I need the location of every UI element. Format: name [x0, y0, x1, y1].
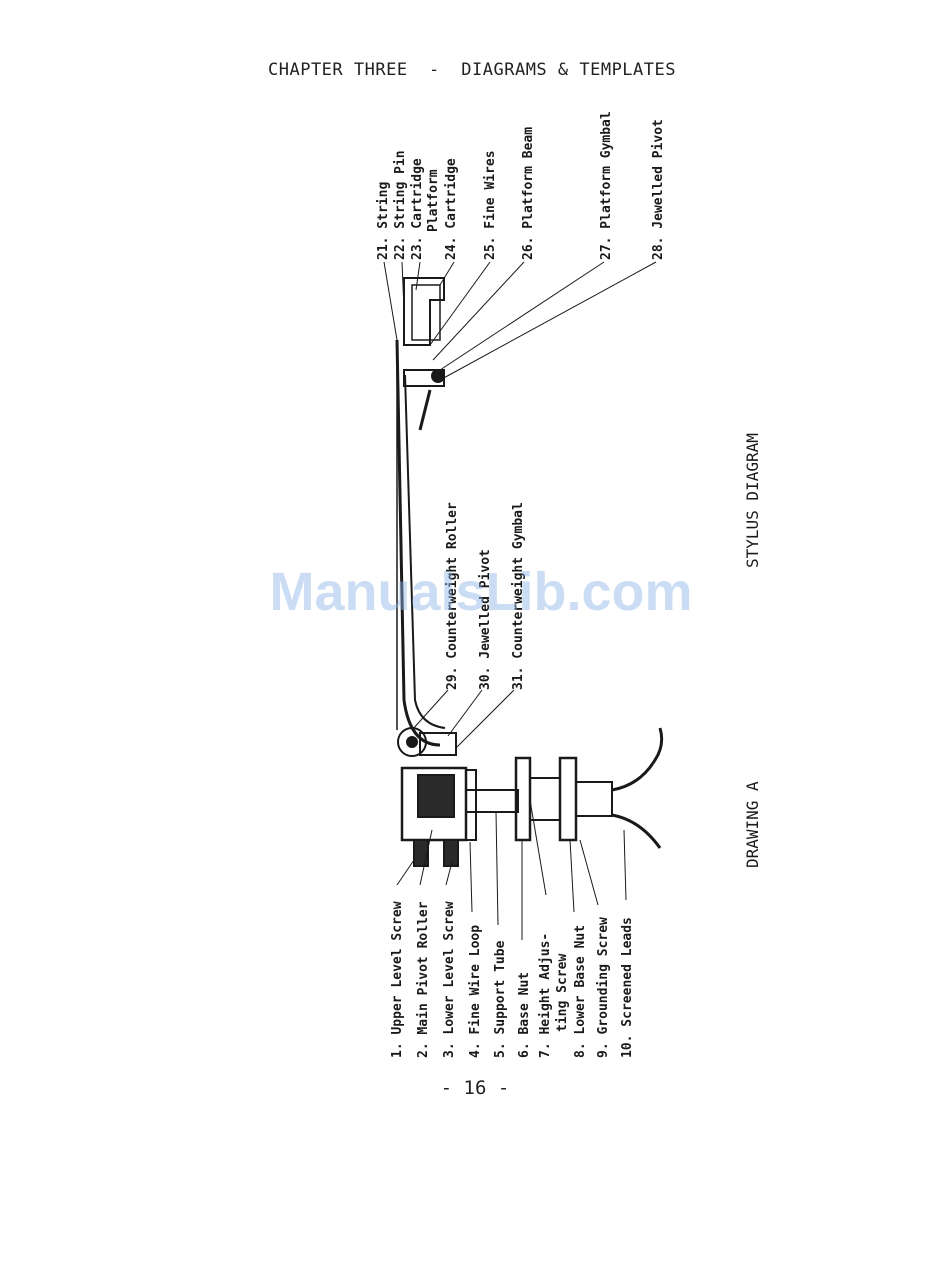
chapter-label: CHAPTER THREE	[268, 60, 408, 80]
label-platform-gymbal: 27. Platform Gymbal	[599, 111, 614, 260]
caption-drawing-a: DRAWING A	[743, 781, 762, 868]
counterweight-roller-hub	[406, 736, 418, 748]
base-stem	[575, 781, 613, 817]
support-column	[465, 769, 477, 841]
pivot-block	[417, 774, 455, 818]
diagram-drawing	[383, 261, 664, 940]
label-string: 21. String	[376, 182, 391, 260]
arm-tube	[395, 339, 441, 747]
upper-level-screw	[413, 839, 429, 867]
label-fine-wires: 25. Fine Wires	[483, 150, 498, 260]
counterweight-gymbal	[419, 732, 457, 756]
label-support-tube: 5. Support Tube	[493, 940, 508, 1058]
label-platform-beam: 26. Platform Beam	[521, 127, 536, 260]
screened-leads-2	[611, 813, 662, 849]
label-jewelled-pivot-30: 30. Jewelled Pivot	[478, 549, 493, 690]
labels-bottom: 1. Upper Level Screw 2. Main Pivot Rolle…	[390, 901, 635, 1058]
label-main-pivot-roller: 2. Main Pivot Roller	[416, 901, 431, 1058]
label-counterweight-roller: 29. Counterweight Roller	[445, 502, 460, 690]
label-lower-level-screw: 3. Lower Level Screw	[442, 901, 457, 1058]
screened-leads	[611, 727, 664, 792]
leader-lines-middle	[411, 689, 515, 749]
lower-base-nut	[558, 756, 578, 842]
label-cartridge-platform-cont: Platform	[426, 169, 441, 232]
label-lower-base-nut: 8. Lower Base Nut	[573, 925, 588, 1058]
caption-stylus-diagram: STYLUS DIAGRAM	[743, 433, 762, 568]
label-cartridge-platform: 23. Cartridge	[410, 158, 425, 260]
base-body	[529, 777, 561, 821]
chapter-header: CHAPTER THREE - DIAGRAMS & TEMPLATES	[268, 60, 676, 80]
label-grounding-screw: 9. Grounding Screw	[596, 917, 611, 1058]
label-screened-leads: 10. Screened Leads	[620, 917, 635, 1058]
labels-middle: 29. Counterweight Roller 30. Jewelled Pi…	[445, 502, 526, 690]
leader-lines-bottom	[396, 799, 627, 940]
label-upper-level-screw: 1. Upper Level Screw	[390, 901, 405, 1058]
page-number: - 16 -	[440, 1077, 510, 1099]
header-separator: -	[429, 60, 440, 80]
label-fine-wire-loop: 4. Fine Wire Loop	[468, 925, 483, 1058]
label-counterweight-gymbal: 31. Counterweight Gymbal	[511, 502, 526, 690]
label-height-adjusting-screw: 7. Height Adjus-	[538, 933, 553, 1058]
label-base-nut: 6. Base Nut	[517, 972, 532, 1058]
label-string-pin: 22. String Pin	[393, 150, 408, 260]
leader-lines-top	[383, 261, 657, 381]
lower-level-screw	[443, 839, 459, 867]
label-cartridge: 24. Cartridge	[444, 158, 459, 260]
labels-top: 21. String 22. String Pin 23. Cartridge …	[376, 111, 666, 260]
cartridge	[411, 284, 441, 341]
label-jewelled-pivot-28: 28. Jewelled Pivot	[651, 119, 666, 260]
cartridge-platform	[403, 277, 445, 346]
support-tube	[465, 789, 519, 813]
arm-tube-inner	[404, 374, 446, 729]
counterweight-roller	[397, 727, 427, 757]
chapter-title: DIAGRAMS & TEMPLATES	[461, 60, 676, 80]
label-height-adjusting-screw-cont: ting Screw	[555, 954, 570, 1032]
stylus-wire	[418, 389, 432, 431]
